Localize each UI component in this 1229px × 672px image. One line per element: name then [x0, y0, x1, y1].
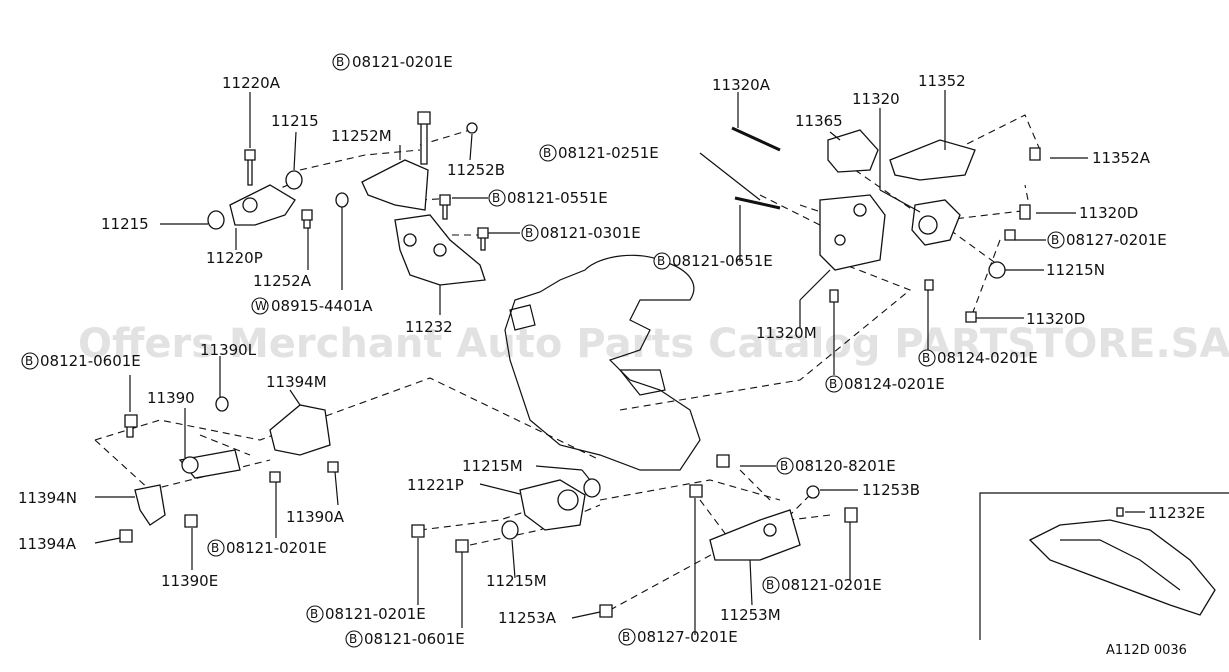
inset-box	[979, 492, 1229, 640]
label-11394N: 11394N	[18, 489, 77, 507]
label-08121-0551E: 08121-0551E	[507, 189, 608, 207]
part-labels: 11220A 08121-0201E 11215 11252M 11252B 0…	[18, 53, 1205, 658]
label-11252M: 11252M	[331, 127, 392, 145]
label-11252A: 11252A	[253, 272, 312, 290]
leader-lines	[94, 90, 1145, 635]
label-11232E: 11232E	[1148, 504, 1205, 522]
w-marker: W	[255, 299, 267, 313]
label-11394A: 11394A	[18, 535, 77, 553]
prefix-markers: B B B W B B B B B B B B B B B B	[21, 53, 1065, 648]
label-11252B: 11252B	[447, 161, 505, 179]
b-marker: B	[829, 377, 837, 391]
label-11215M-a: 11215M	[462, 457, 523, 475]
label-08121-0601E-left: 08121-0601E	[40, 352, 141, 370]
label-08121-0301E: 08121-0301E	[540, 224, 641, 242]
label-08127-0201E-right: 08127-0201E	[1066, 231, 1167, 249]
label-11253M: 11253M	[720, 606, 781, 624]
label-08127-0201E-bottom: 08127-0201E	[637, 628, 738, 646]
label-08124-0201E-b: 08124-0201E	[844, 375, 945, 393]
label-11215-left: 11215	[101, 215, 149, 233]
label-08121-0201E-bottom-right: 08121-0201E	[781, 576, 882, 594]
label-11320D-b: 11320D	[1026, 310, 1085, 328]
b-marker: B	[211, 541, 219, 555]
label-11221P: 11221P	[407, 476, 464, 494]
b-marker: B	[657, 254, 665, 268]
label-08121-0201E-bottom-left: 08121-0201E	[325, 605, 426, 623]
label-11390E: 11390E	[161, 572, 218, 590]
label-08124-0201E-a: 08124-0201E	[937, 349, 1038, 367]
label-11390L: 11390L	[200, 341, 257, 359]
label-11215N: 11215N	[1046, 261, 1105, 279]
label-08121-0251E: 08121-0251E	[558, 144, 659, 162]
label-11220A: 11220A	[222, 74, 281, 92]
label-11390A: 11390A	[286, 508, 345, 526]
label-08121-0651E: 08121-0651E	[672, 252, 773, 270]
label-11253B: 11253B	[862, 481, 920, 499]
b-marker: B	[310, 607, 318, 621]
label-08121-0201E-top: 08121-0201E	[352, 53, 453, 71]
label-11320A: 11320A	[712, 76, 771, 94]
b-marker: B	[525, 226, 533, 240]
label-11352A: 11352A	[1092, 149, 1151, 167]
label-11320D-a: 11320D	[1079, 204, 1138, 222]
b-marker: B	[349, 632, 357, 646]
label-11215M-b: 11215M	[486, 572, 547, 590]
figure-code: A112D 0036	[1106, 643, 1187, 658]
b-marker: B	[336, 55, 344, 69]
b-marker: B	[543, 146, 551, 160]
label-11320M: 11320M	[756, 324, 817, 342]
label-08915-4401A: 08915-4401A	[271, 297, 373, 315]
b-marker: B	[25, 354, 33, 368]
b-marker: B	[622, 630, 630, 644]
label-11253A: 11253A	[498, 609, 557, 627]
label-11220P: 11220P	[206, 249, 263, 267]
parts	[119, 111, 1041, 618]
label-11352: 11352	[918, 72, 966, 90]
b-marker: B	[492, 191, 500, 205]
label-08121-0201E-left: 08121-0201E	[226, 539, 327, 557]
b-marker: B	[766, 578, 774, 592]
label-11365: 11365	[795, 112, 843, 130]
b-marker: B	[1051, 233, 1059, 247]
engine-outline	[504, 254, 701, 471]
label-08121-0601E-bottom: 08121-0601E	[364, 630, 465, 648]
label-08120-8201E: 08120-8201E	[795, 457, 896, 475]
label-11320: 11320	[852, 90, 900, 108]
label-11215: 11215	[271, 112, 319, 130]
watermark: Offers Merchant Auto Parts Catalog PARTS…	[78, 321, 1229, 367]
b-marker: B	[922, 351, 930, 365]
b-marker: B	[780, 459, 788, 473]
label-11390: 11390	[147, 389, 195, 407]
label-11394M: 11394M	[266, 373, 327, 391]
label-11232: 11232	[405, 318, 453, 336]
